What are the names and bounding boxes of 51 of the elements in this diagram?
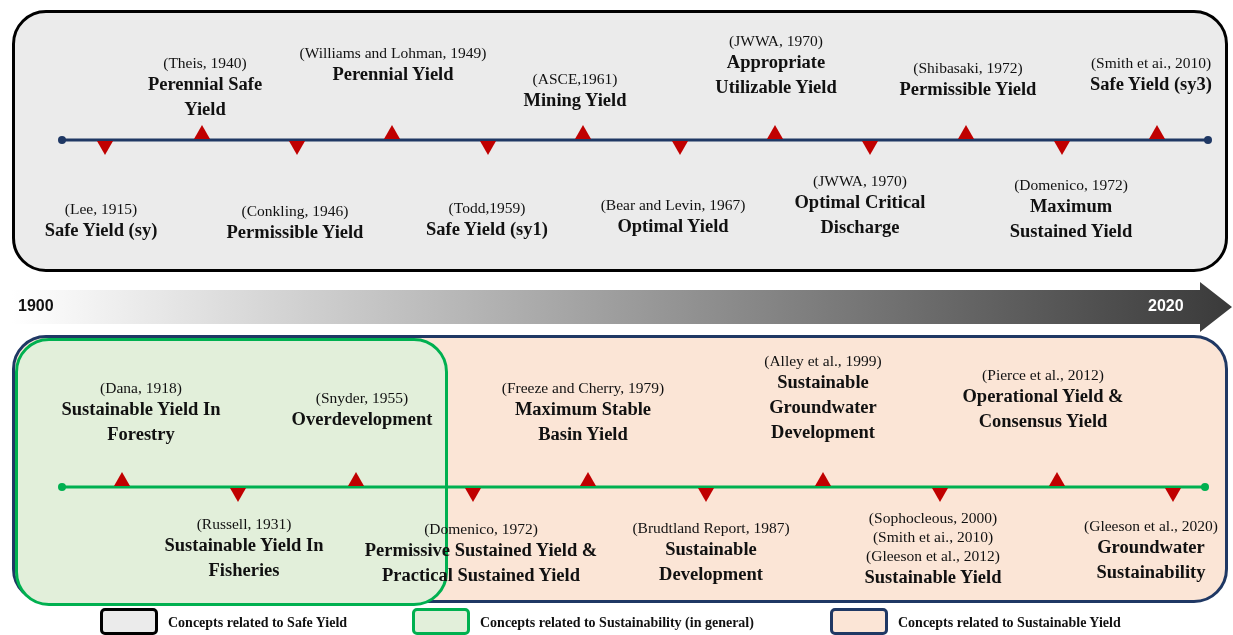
citation-text: (JWWA, 1970) <box>729 31 823 50</box>
concept-title: Safe Yield (sy) <box>43 219 159 242</box>
citation-text: (Domenico, 1972) <box>1014 175 1128 194</box>
concept-title: Mining Yield <box>522 89 628 112</box>
citation-text: (Brudtland Report, 1987) <box>632 518 790 537</box>
year-label: 2020 <box>1148 297 1184 315</box>
concept-title: Sustainable Yield In Forestry <box>60 398 222 446</box>
citation-text: (Todd,1959) <box>448 198 526 217</box>
concept-title: Sustainable Yield <box>863 566 1003 589</box>
concept-title: Sustainable Development <box>658 538 764 586</box>
citation-text: (Russell, 1931) <box>196 514 292 533</box>
legend-label: Concepts related to Safe Yield <box>168 615 348 631</box>
citation-text: (ASCE,1961) <box>532 69 618 88</box>
citation-text: (Gleeson et al., 2012) <box>866 546 1000 565</box>
concept-title: Overdevelopment <box>290 408 434 431</box>
concept-title: Perennial Safe Yield <box>146 73 264 121</box>
citation-text: (Dana, 1918) <box>100 378 182 397</box>
citation-text: (Snyder, 1955) <box>315 388 409 407</box>
citation-text: (Theis, 1940) <box>163 53 247 72</box>
citation-text: (Conkling, 1946) <box>241 201 349 220</box>
concept-title: Safe Yield (sy1) <box>425 218 549 241</box>
legend-label: Concepts related to Sustainability (in general) <box>480 615 754 631</box>
concept-title: Optimal Yield <box>616 215 730 238</box>
year-label: 1900 <box>18 297 54 315</box>
citation-text: (Sophocleous, 2000) <box>868 508 998 527</box>
legend-label: Concepts related to Sustainable Yield <box>898 615 1121 631</box>
safe-yield-panel <box>12 10 1228 272</box>
citation-text: (Smith et ai., 2010) <box>1090 53 1212 72</box>
citation-text: (Bear and Levin, 1967) <box>600 195 746 214</box>
concept-title: Permissible Yield <box>898 78 1038 101</box>
concept-title: Appropriate Utilizable Yield <box>714 51 838 99</box>
citation-text: (Gleeson et al., 2020) <box>1084 516 1218 535</box>
concept-title: Permissible Yield <box>225 221 365 244</box>
concept-title: Perennial Yield <box>331 63 455 86</box>
sustainable-yield-panel <box>12 335 1228 603</box>
concept-title: Maximum Stable Basin Yield <box>513 398 653 446</box>
citation-text: (Smith et ai., 2010) <box>872 527 994 546</box>
concept-title: Operational Yield & Consensus Yield <box>961 385 1125 433</box>
concept-title: Sustainable Yield In Fisheries <box>163 534 325 582</box>
concept-title: Optimal Critical Discharge <box>793 191 927 239</box>
citation-text: (Freeze and Cherry, 1979) <box>501 378 665 397</box>
citation-text: (Williams and Lohman, 1949) <box>299 43 487 62</box>
concept-title: Safe Yield (sy3) <box>1089 73 1213 96</box>
citation-text: (JWWA, 1970) <box>813 171 907 190</box>
concept-title: Sustainable Groundwater Development <box>768 371 878 444</box>
citation-text: (Alley et al., 1999) <box>764 351 882 370</box>
citation-text: (Pierce et al., 2012) <box>982 365 1104 384</box>
concept-title: Maximum Sustained Yield <box>1008 195 1134 243</box>
citation-text: (Lee, 1915) <box>64 199 138 218</box>
concept-title: Groundwater Sustainability <box>1095 536 1207 584</box>
citation-text: (Shibasaki, 1972) <box>913 58 1023 77</box>
